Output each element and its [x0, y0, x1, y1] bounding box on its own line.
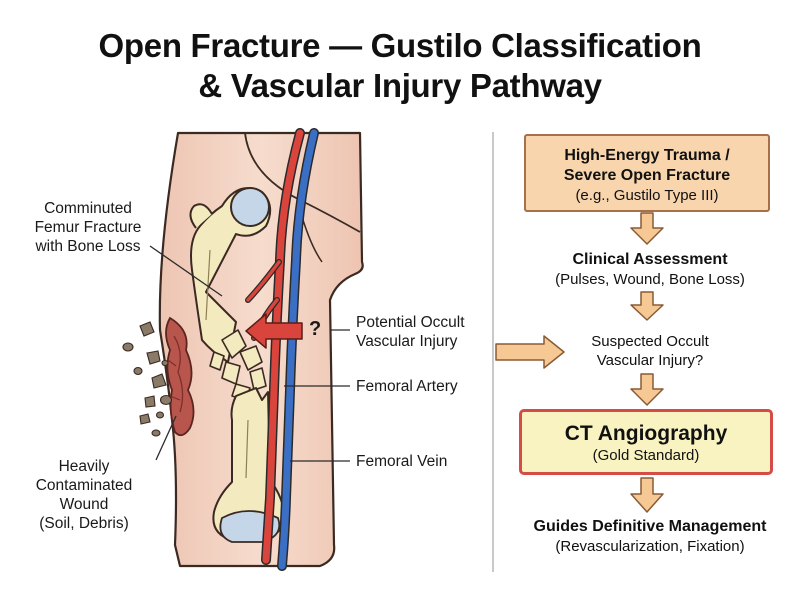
debris-particles [122, 321, 173, 437]
label-contaminated-wound: Heavily Contaminated Wound (Soil, Debris… [35, 458, 133, 532]
step-clinical-assessment: Clinical Assessment (Pulses, Wound, Bone… [500, 250, 800, 289]
section-divider [492, 132, 494, 572]
bone-fragments [209, 329, 267, 401]
occult-injury-arrow [245, 313, 303, 349]
flow-arrows [495, 212, 664, 513]
link-arrow-to-suspected [495, 335, 565, 369]
flow-arrow-from-ct [630, 477, 664, 513]
ct-title: CT Angiography [564, 422, 728, 445]
label-femur-fracture: Comminuted Femur Fracture with Bone Loss [34, 200, 142, 255]
flow-arrow-from-suspected [630, 373, 664, 406]
label-femoral-vein: Femoral Vein [356, 453, 448, 470]
management-title: Guides Definitive Management [533, 518, 767, 535]
trauma-line-1: High-Energy Trauma / [564, 147, 730, 164]
label-occult-vascular-injury: Potential Occult Vascular Injury [356, 314, 465, 350]
step-ct-angiography: CT Angiography (Gold Standard) [519, 409, 773, 475]
suspected-line-2: Vascular Injury? [596, 352, 704, 369]
step-suspected-occult-injury: Suspected Occult Vascular Injury? [500, 332, 800, 370]
flow-arrow-from-trauma [630, 212, 664, 245]
trauma-line-3: (e.g., Gustilo Type III) [575, 187, 719, 204]
flow-arrow-from-assessment [630, 291, 664, 321]
assessment-detail: (Pulses, Wound, Bone Loss) [555, 271, 745, 288]
trauma-line-2: Severe Open Fracture [563, 167, 731, 184]
title-line-2: & Vascular Injury Pathway [198, 67, 602, 104]
assessment-title: Clinical Assessment [572, 251, 728, 268]
suspected-line-1: Suspected Occult [591, 333, 709, 350]
diagram-title: Open Fracture — Gustilo Classification &… [0, 26, 800, 106]
title-line-1: Open Fracture — Gustilo Classification [98, 27, 702, 64]
contaminated-wound [165, 316, 195, 437]
label-femoral-artery: Femoral Artery [356, 378, 458, 395]
management-detail: (Revascularization, Fixation) [555, 538, 745, 555]
ct-detail: (Gold Standard) [592, 447, 700, 464]
upper-femur [189, 187, 272, 363]
step-high-energy-trauma: High-Energy Trauma / Severe Open Fractur… [524, 134, 770, 212]
question-mark: ? [309, 318, 322, 340]
step-definitive-management: Guides Definitive Management (Revascular… [500, 517, 800, 556]
